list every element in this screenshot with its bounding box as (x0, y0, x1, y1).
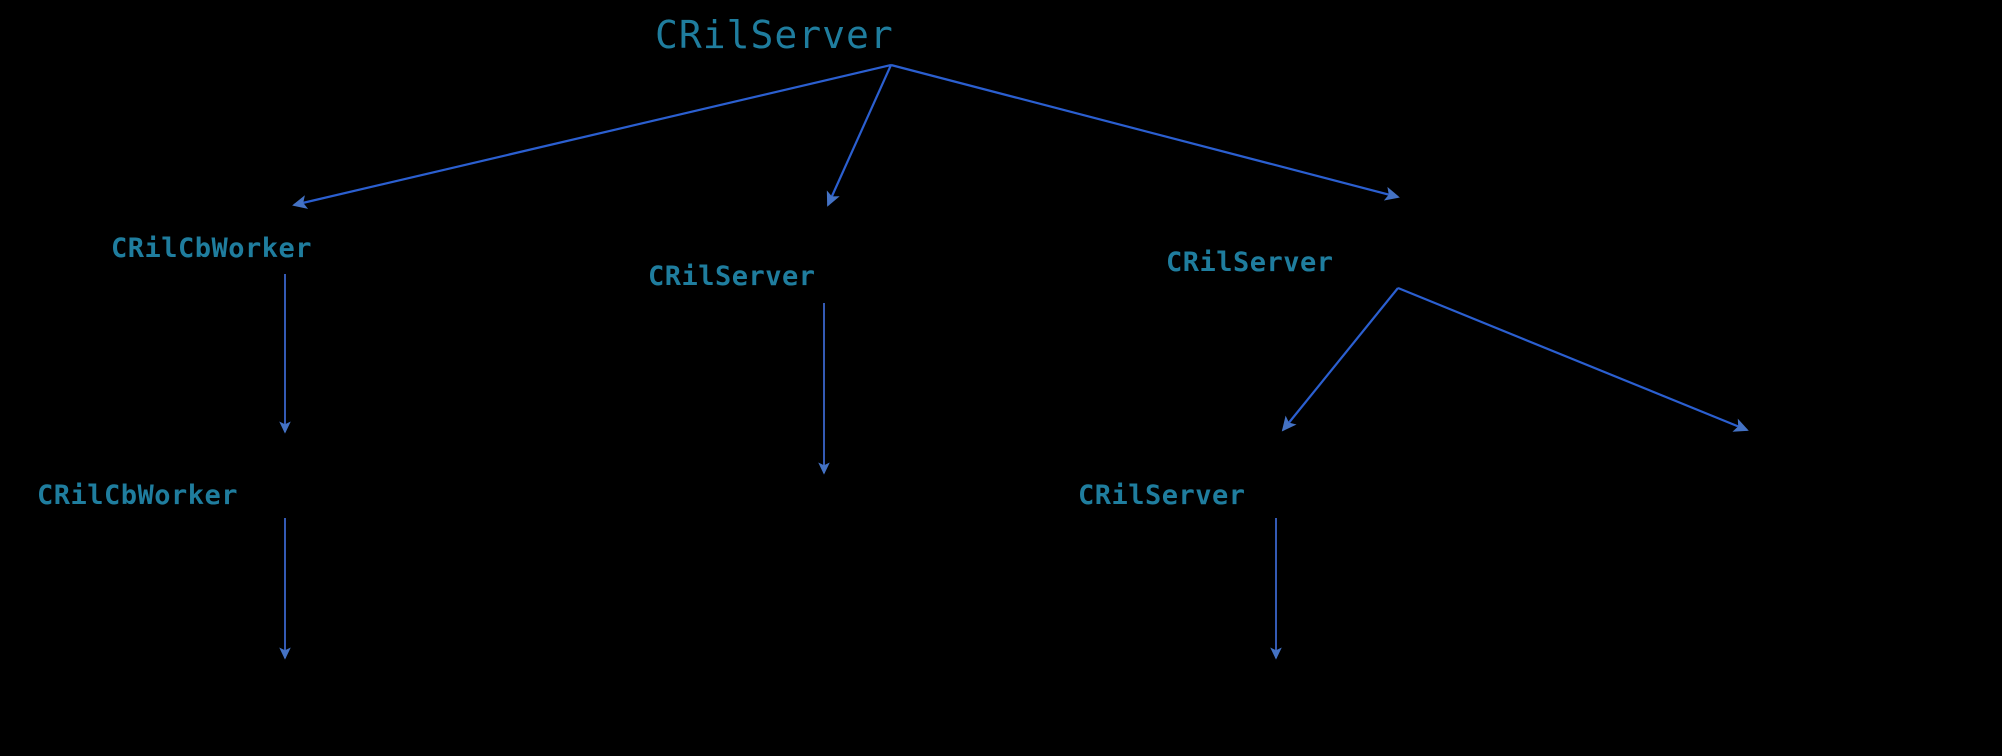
node-l3-crilserver[interactable]: CRilServer (1078, 480, 1246, 511)
node-l3-crilcbworker[interactable]: CRilCbWorker (37, 480, 239, 511)
edge-server-right-to-unlabeled (1397, 286, 1749, 432)
edge-root-to-cbworker (292, 63, 892, 209)
node-root-crilserver[interactable]: CRilServer (655, 13, 894, 57)
edge-root-to-server-right (890, 63, 1400, 201)
node-l2-crilserver-right[interactable]: CRilServer (1166, 247, 1334, 278)
edge-root-to-server-middle (826, 64, 893, 207)
node-l2-crilcbworker[interactable]: CRilCbWorker (111, 233, 313, 264)
edge-server-right-to-server-l3 (1281, 287, 1399, 432)
node-l2-crilserver-middle[interactable]: CRilServer (648, 261, 816, 292)
